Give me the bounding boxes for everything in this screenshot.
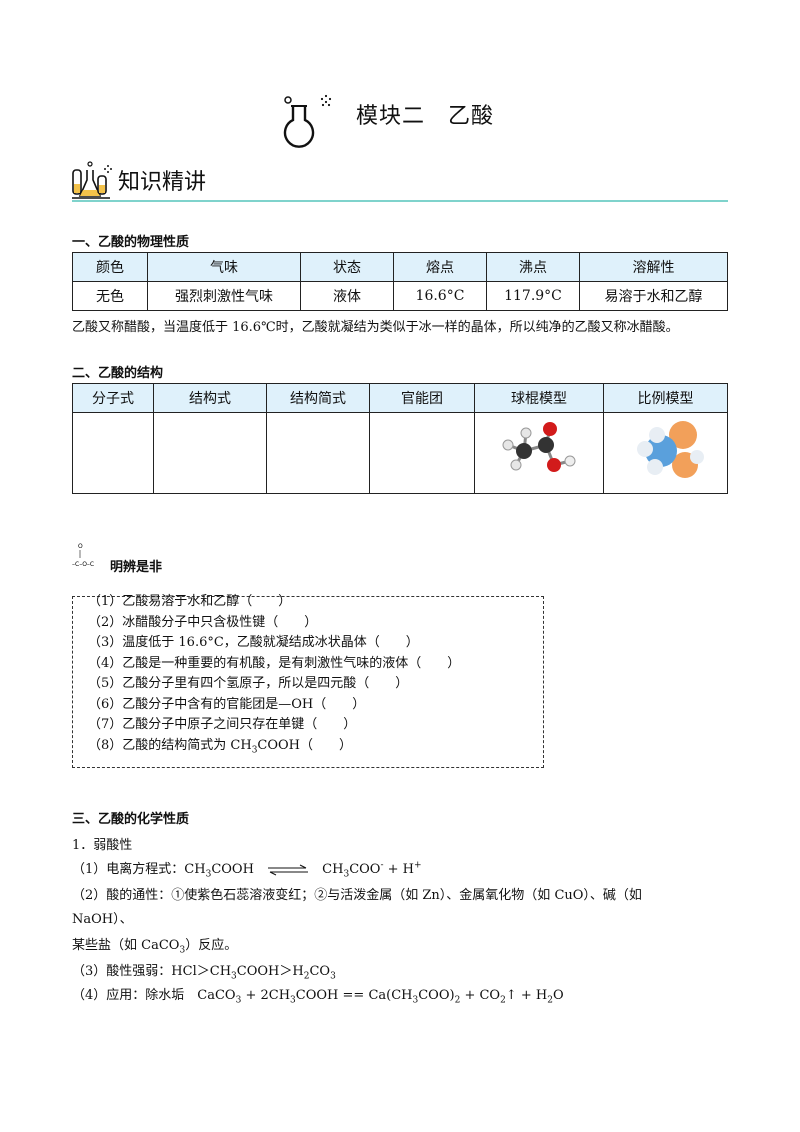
table-cell (474, 412, 604, 494)
list-item: （6）乙酸分子中含有的官能团是—OH（ ） (88, 696, 366, 712)
table-cell (72, 412, 154, 494)
list-item: （8）乙酸的结构简式为 CH3COOH（ ） (88, 737, 353, 756)
ball-and-stick-model-image (502, 422, 576, 472)
svg-text:O: O (78, 543, 83, 550)
structure-heading: 二、乙酸的结构 (72, 366, 164, 381)
equilibrium-arrow-icon (268, 864, 309, 875)
section-banner-title: 知识精讲 (118, 170, 207, 195)
table-cell (153, 412, 267, 494)
table-header: 分子式 (72, 383, 154, 413)
table-cell: 16.6°C (393, 281, 487, 311)
table-header: 熔点 (393, 252, 487, 282)
list-item: （2）冰醋酸分子中只含极性键（ ） (88, 614, 318, 630)
table-header: 官能团 (369, 383, 475, 413)
table-cell (369, 412, 475, 494)
table-header: 溶解性 (579, 252, 728, 282)
table-header: 沸点 (486, 252, 580, 282)
svg-text:–C–O–C: –C–O–C (72, 561, 94, 568)
table-header: 气味 (147, 252, 301, 282)
acid-strength-line: （3）酸性强弱：HCl＞CH3COOH＞H2CO3 (72, 964, 336, 982)
flask-icon (283, 94, 332, 148)
acid-properties-line-cont: NaOH）、 (72, 912, 133, 927)
table-cell (603, 412, 728, 494)
judge-box (72, 596, 544, 768)
ionization-line: （1）电离方程式：CH3COOH CH3COO- + H+ (72, 860, 422, 880)
list-item: （7）乙酸分子中原子之间只存在单键（ ） (88, 717, 357, 732)
judge-heading: 明辨是非 (110, 560, 163, 575)
table-header: 颜色 (72, 252, 148, 282)
table-cell: 强烈刺激性气味 (147, 281, 301, 311)
judge-list: （1）乙酸易溶于水和乙醇（ ） （2）冰醋酸分子中只含极性键（ ） （3）温度低… (88, 592, 460, 761)
table-cell: 117.9°C (486, 281, 580, 311)
module-title: 模块二 乙酸 (356, 104, 495, 129)
banner-divider (72, 200, 728, 202)
table-cell: 液体 (300, 281, 394, 311)
table-header: 球棍模型 (474, 383, 604, 413)
list-item: （5）乙酸分子里有四个氢原子，所以是四元酸（ ） (88, 676, 409, 691)
table-cell: 无色 (72, 281, 148, 311)
salt-reaction-line: 某些盐（如 CaCO3）反应。 (72, 938, 238, 956)
list-item: （3）温度低于 16.6°C，乙酸就凝结成冰状晶体（ ） (88, 635, 419, 650)
physical-heading: 一、乙酸的物理性质 (72, 235, 190, 250)
physical-properties-table: 颜色 气味 状态 熔点 沸点 溶解性 无色 强烈刺激性气味 液体 16.6°C … (72, 252, 728, 311)
structure-table: 分子式 结构式 结构简式 官能团 球棍模型 比例模型 (72, 383, 728, 494)
space-filling-model-image (636, 421, 704, 478)
table-header: 状态 (300, 252, 394, 282)
weak-acid-subtitle: 1．弱酸性 (72, 838, 133, 853)
table-header: 比例模型 (603, 383, 728, 413)
list-item: （1）乙酸易溶于水和乙醇（ ） (88, 594, 292, 609)
physical-note: 乙酸又称醋酸，当温度低于 16.6℃时，乙酸就凝结为类似于冰一样的晶体，所以纯净… (72, 320, 679, 335)
table-cell: 易溶于水和乙醇 (579, 281, 728, 311)
list-item: （4）乙酸是一种重要的有机酸，是有刺激性气味的液体（ ） (88, 655, 461, 671)
carboxyl-group-icon: O –C–O–C (72, 543, 94, 568)
table-header: 结构简式 (266, 383, 370, 413)
table-cell (266, 412, 370, 494)
chemical-heading: 三、乙酸的化学性质 (72, 812, 190, 827)
descaling-equation-line: （4）应用：除水垢 CaCO3 + 2CH3COOH == Ca(CH3COO)… (72, 988, 564, 1006)
acid-properties-line: （2）酸的通性：①使紫色石蕊溶液变红；②与活泼金属（如 Zn）、金属氧化物（如 … (72, 888, 642, 903)
lab-glassware-icon (72, 161, 112, 199)
table-header: 结构式 (153, 383, 267, 413)
